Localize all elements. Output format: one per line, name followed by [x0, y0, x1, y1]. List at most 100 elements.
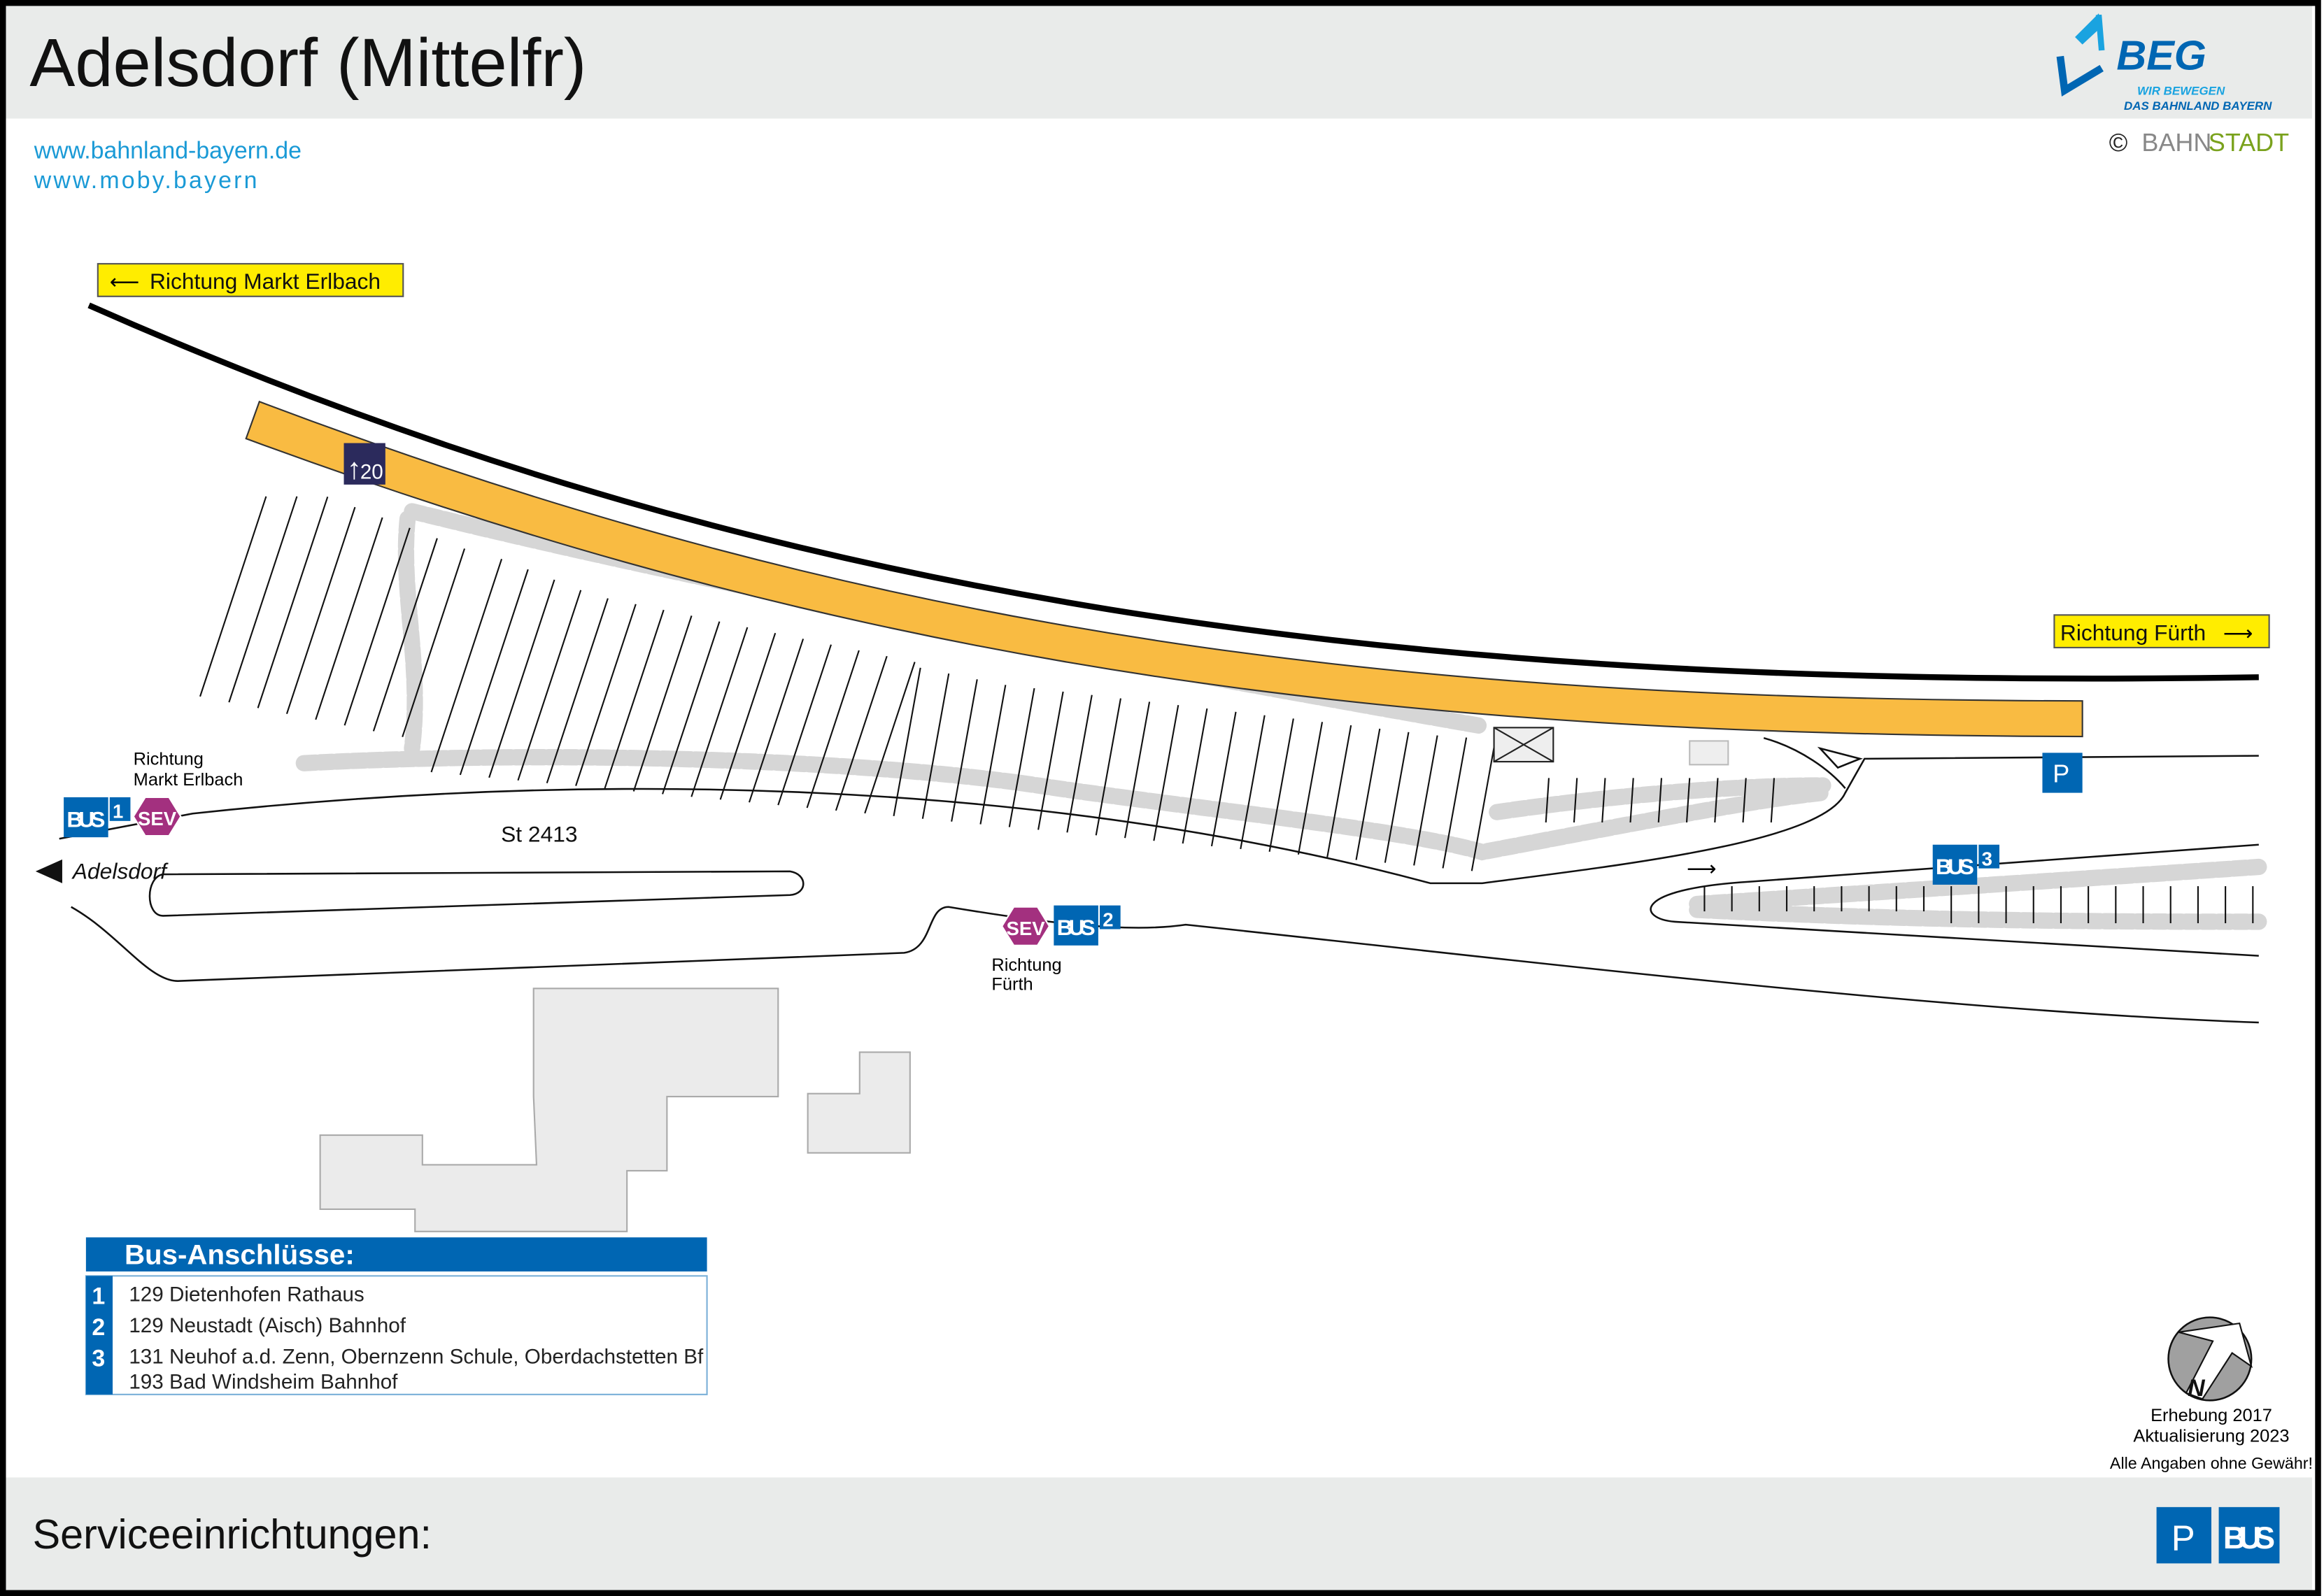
- arrow-left-triangle-icon: [35, 859, 62, 883]
- stop-number: 1: [113, 801, 123, 822]
- stop-number: 2: [1103, 909, 1113, 930]
- row-line: 129 Dietenhofen Rathaus: [129, 1283, 364, 1306]
- sev-icon: [132, 796, 182, 837]
- parking-stall-line: [1095, 698, 1121, 836]
- parking-stall-line: [1297, 722, 1324, 855]
- bahnstadt-copyright: © BAHN STADT: [2109, 128, 2289, 157]
- parking-stall-line: [1355, 728, 1381, 860]
- parking-stall-line: [748, 639, 805, 803]
- bus-stop-1[interactable]: Richtung Markt Erlbach BUS 1 SEV: [64, 749, 243, 838]
- parking-stall-line: [257, 496, 329, 708]
- row-line: 129 Neustadt (Aisch) Bahnhof: [129, 1314, 406, 1337]
- parking-icon-text: P: [2053, 760, 2069, 788]
- parking-stall-line: [285, 506, 356, 714]
- stop1-label-1: Richtung: [134, 749, 204, 769]
- town-direction-label: Adelsdorf: [71, 858, 169, 883]
- parking-stall-line: [1442, 737, 1468, 869]
- row-line: 131 Neuhof a.d. Zenn, Obernzenn Schule, …: [129, 1345, 704, 1368]
- bus-icon: [64, 797, 108, 838]
- row-number: 3: [92, 1346, 105, 1372]
- direction-left-text: Richtung Markt Erlbach: [150, 269, 381, 294]
- shelter-icon: [1689, 740, 1729, 766]
- stop1-label-2: Markt Erlbach: [134, 770, 243, 790]
- bus-icon-text: BUS: [1936, 854, 1974, 879]
- bus-stop-3[interactable]: BUS 3: [1932, 844, 2000, 885]
- parking-stall-line: [402, 548, 466, 738]
- copyright-symbol: ©: [2109, 128, 2128, 157]
- platform-number-sign: ↑ 20: [343, 443, 385, 485]
- sev-icon-text: SEV: [138, 808, 177, 829]
- table-title: Bus-Anschlüsse:: [125, 1239, 355, 1270]
- footer-band: [6, 1477, 2313, 1590]
- parking-stall-line: [1066, 694, 1093, 833]
- link-moby[interactable]: www.moby.bayern: [34, 167, 260, 194]
- arrow-up-icon: ↑: [347, 452, 362, 485]
- service-bus[interactable]: BUS: [2218, 1506, 2280, 1564]
- disclaimer: Alle Angaben ohne Gewähr!: [2110, 1454, 2313, 1472]
- one-way-arrow-icon: ⟶: [1687, 857, 1717, 881]
- update-year: Aktualisierung 2023: [2133, 1427, 2289, 1446]
- parking-stall-line: [430, 558, 503, 773]
- road-name: St 2413: [501, 822, 578, 847]
- parking-stall-line: [1153, 705, 1179, 841]
- arrow-left-icon: ⟵: [110, 271, 140, 294]
- service-parking[interactable]: P: [2156, 1506, 2211, 1564]
- row-number: 1: [92, 1283, 105, 1310]
- parking-stall-line: [1384, 732, 1410, 863]
- direction-right-text: Richtung Fürth: [2060, 620, 2206, 645]
- bus-icon-text: BUS: [66, 806, 105, 832]
- platform-number: 20: [360, 460, 383, 483]
- footer-title: Serviceeinrichtungen:: [33, 1511, 432, 1558]
- bahnstadt-part1: BAHN: [2141, 128, 2211, 157]
- parking-stall-line: [1008, 687, 1035, 827]
- parking-stall-line: [1471, 739, 1496, 871]
- beg-logo: BEG WIR BEWEGEN DAS BAHNLAND BAYERN: [2056, 13, 2272, 113]
- ticket-machine-cross: [1494, 727, 1554, 763]
- parking-stall-line: [1601, 778, 1606, 823]
- parking-stall-line: [228, 496, 298, 703]
- parking-stall-line: [719, 632, 777, 800]
- link-bahnland[interactable]: www.bahnland-bayern.de: [34, 138, 302, 164]
- beg-logo-mark-bottom: [2056, 55, 2104, 97]
- parking-icon: [2042, 753, 2083, 793]
- railway-track: [87, 302, 2259, 682]
- parking-stall-line: [315, 517, 383, 720]
- parking-stall-line: [1742, 778, 1747, 823]
- bus-stop-2[interactable]: SEV BUS 2 Richtung Fürth: [991, 905, 1121, 995]
- beg-logo-mark-top: [2075, 13, 2102, 45]
- beg-logo-text: BEG: [2116, 32, 2206, 79]
- stop-number: 3: [1982, 848, 1992, 869]
- roads: [59, 736, 2259, 1024]
- north-arrow-icon: N: [2167, 1316, 2253, 1402]
- parking-icon: [2156, 1506, 2211, 1564]
- beg-tagline-1: WIR BEWEGEN: [2137, 85, 2225, 98]
- beg-tagline-2: DAS BAHNLAND BAYERN: [2124, 99, 2272, 113]
- parking-stall-line: [806, 650, 860, 808]
- bus-icon: [2218, 1506, 2280, 1564]
- parking-stall-line: [1268, 718, 1294, 853]
- stop2-label-1: Richtung: [991, 955, 1061, 975]
- table-number-column: [85, 1276, 113, 1395]
- page-title: Adelsdorf (Mittelfr): [29, 24, 586, 101]
- parking-stall-line: [835, 655, 888, 811]
- parking-stall-line: [1573, 778, 1578, 823]
- parking-stall-line: [1210, 711, 1237, 847]
- parking-stall-line: [1657, 778, 1663, 823]
- table-row: 2 129 Neustadt (Aisch) Bahnhof: [92, 1314, 406, 1341]
- parking-stall-line: [690, 627, 749, 797]
- parking-stall-line: [1182, 708, 1208, 844]
- north-letter: N: [2188, 1375, 2206, 1402]
- parking-stall-line: [1714, 778, 1719, 823]
- sev-icon: [1000, 906, 1051, 946]
- parking-stall-line: [1124, 701, 1151, 839]
- platform: [245, 400, 2083, 738]
- parking-stall-line: [343, 527, 411, 726]
- parking-stall-line: [979, 685, 1007, 825]
- parking-stall-line: [864, 662, 916, 814]
- parking-stall-line: [488, 579, 555, 778]
- building-main: [319, 988, 779, 1232]
- parking-sign[interactable]: P: [2042, 753, 2083, 793]
